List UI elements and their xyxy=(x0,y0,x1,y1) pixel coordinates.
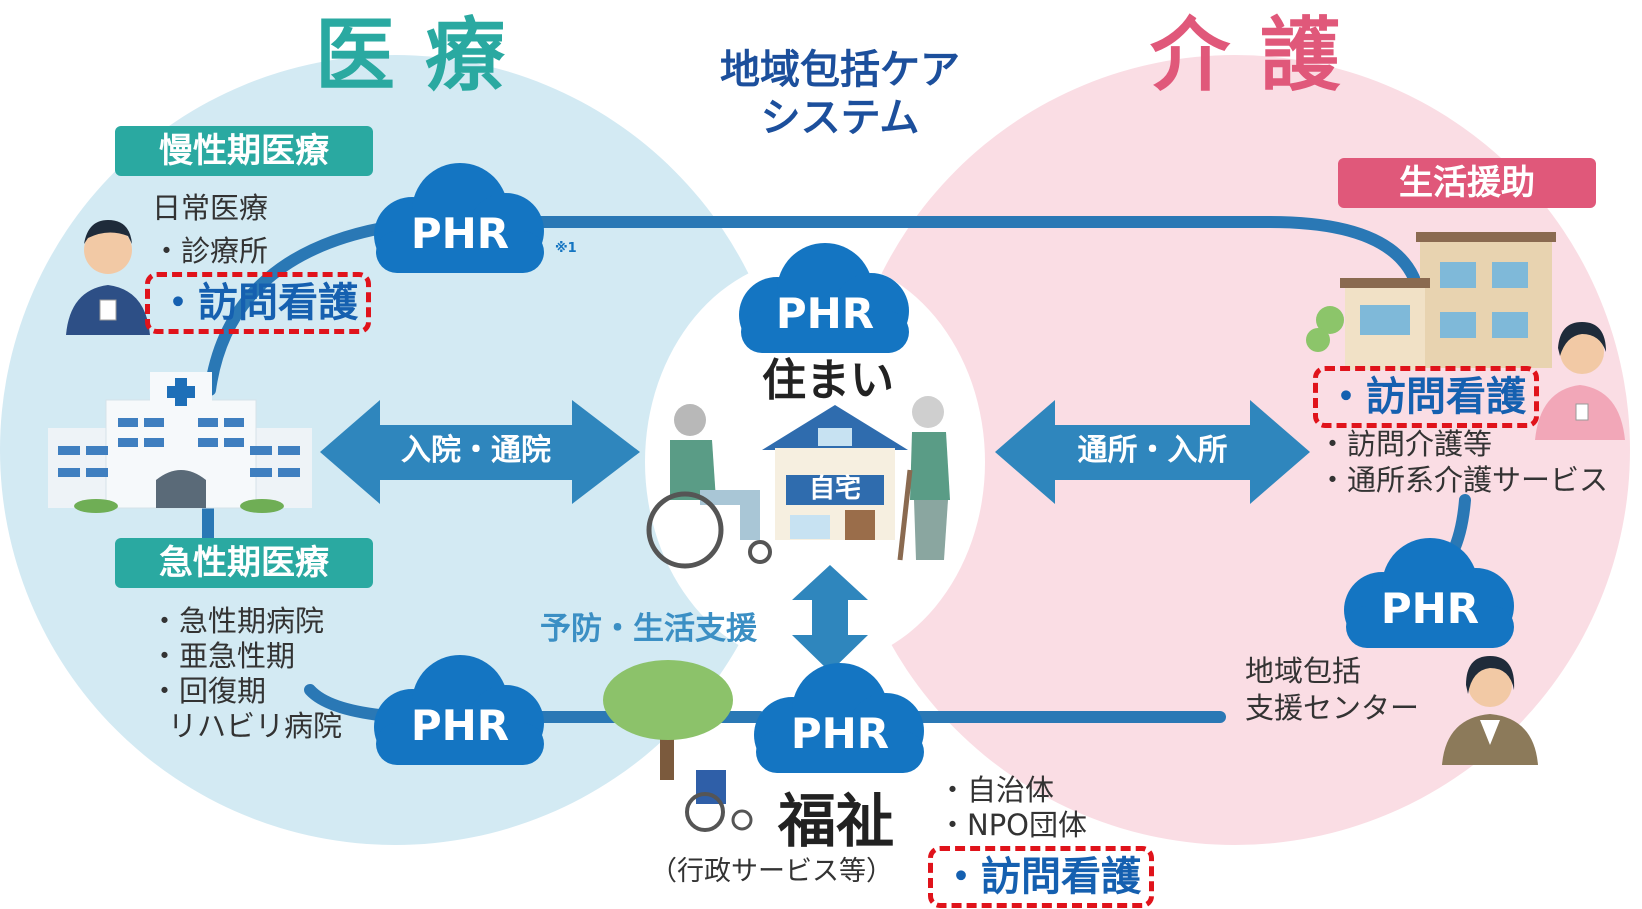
phr-label-center: PHR xyxy=(776,289,874,338)
center-title-line1: 地域包括ケア xyxy=(720,47,960,93)
medical-title: 医療 xyxy=(315,9,535,102)
arrow-label-prevention: 予防・生活支援 xyxy=(540,611,757,647)
support-staff-illustration xyxy=(1442,656,1538,765)
welfare-item-municipality: ・自治体 xyxy=(938,773,1055,807)
hospital-illustration xyxy=(48,372,312,513)
visit-nursing-welfare: ・訪問看護 xyxy=(928,846,1154,908)
doctor-illustration xyxy=(66,220,150,335)
care-item-day-service: ・通所系介護サービス xyxy=(1318,463,1609,497)
welfare-wheelchair-icon xyxy=(685,770,753,832)
chronic-item-daily-care: 日常医療 xyxy=(152,191,269,225)
welfare-item-npo: ・NPO団体 xyxy=(938,808,1088,842)
chronic-item-clinic: ・診療所 xyxy=(152,234,269,268)
wheelchair-user-illustration xyxy=(646,404,772,569)
support-center-line1: 地域包括 xyxy=(1245,654,1362,688)
phr-label-right: PHR xyxy=(1381,584,1479,633)
home-illustration xyxy=(762,405,908,540)
care-title: 介護 xyxy=(1150,9,1370,102)
chronic-care-label: 慢性期医療 xyxy=(115,126,373,176)
life-support-label: 生活援助 xyxy=(1338,158,1596,208)
acute-item-recovery: ・回復期 xyxy=(150,674,267,708)
care-building-illustration xyxy=(1306,232,1556,370)
care-worker-illustration xyxy=(1535,322,1625,440)
acute-item-rehab: リハビリ病院 xyxy=(168,709,343,743)
arrow-prevention xyxy=(792,565,868,672)
arrow-label-care-facility: 通所・入所 xyxy=(1077,433,1228,468)
arrow-label-hospital: 入院・通院 xyxy=(401,433,551,468)
visit-nursing-care: ・訪問看護 xyxy=(1313,366,1539,428)
center-title-line2: システム xyxy=(760,95,920,141)
acute-item-subacute: ・亜急性期 xyxy=(150,639,296,673)
visit-nursing-medical: ・訪問看護 xyxy=(145,272,371,334)
phr-label-bottom-left: PHR xyxy=(411,701,509,750)
care-item-home-care: ・訪問介護等 xyxy=(1318,427,1493,461)
welfare-title: 福祉 xyxy=(778,787,895,855)
phr-label-top-left: PHR xyxy=(411,209,509,258)
support-center-line2: 支援センター xyxy=(1245,691,1420,725)
house-label: 自宅 xyxy=(808,474,861,504)
arrow-hospital xyxy=(320,400,640,504)
tree-illustration xyxy=(603,660,733,780)
home-title: 住まい xyxy=(762,355,894,406)
elderly-person-illustration xyxy=(897,396,950,561)
footnote-mark: ※1 xyxy=(555,241,577,256)
arrow-care-facility xyxy=(995,400,1310,504)
phr-label-bottom-center: PHR xyxy=(791,709,889,758)
acute-item-hospital: ・急性期病院 xyxy=(150,604,325,638)
acute-care-label: 急性期医療 xyxy=(115,538,373,588)
welfare-subtitle: （行政サービス等） xyxy=(650,856,893,887)
